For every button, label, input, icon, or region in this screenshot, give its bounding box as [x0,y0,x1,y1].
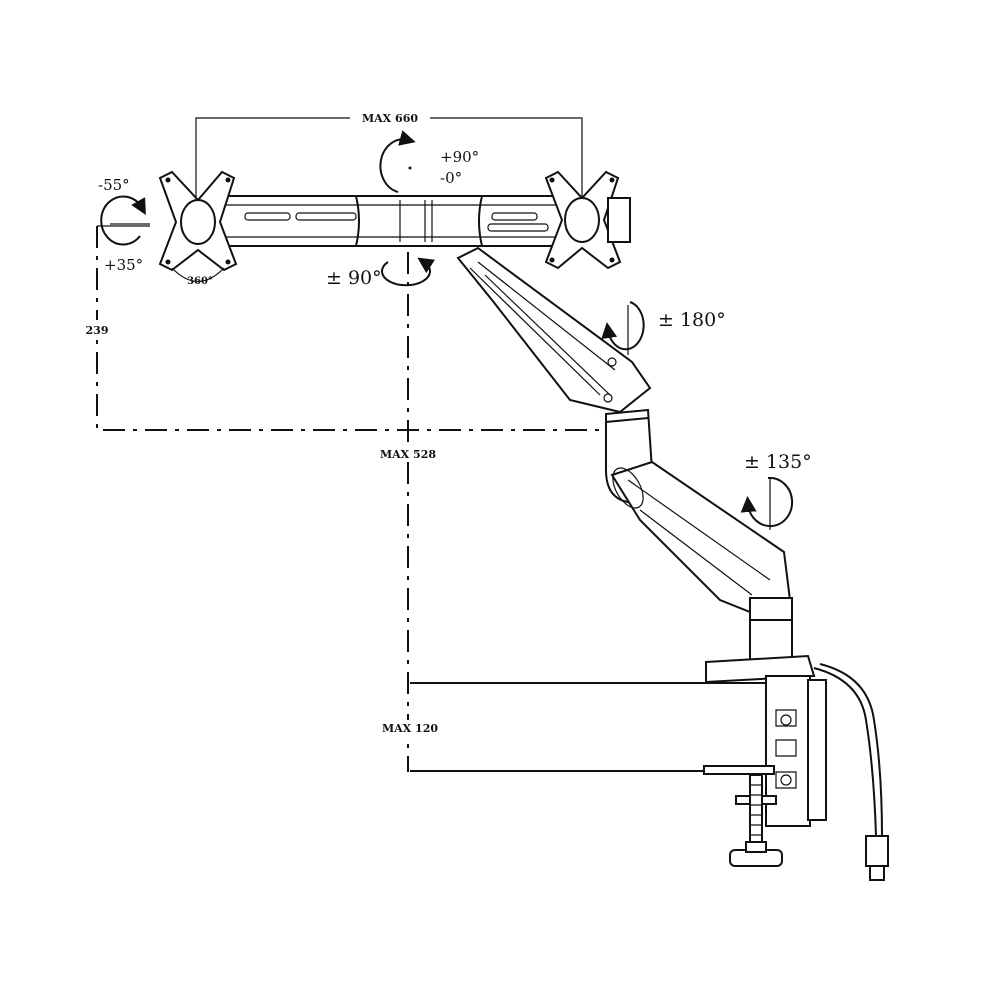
left-tilt-bottom-label: +35° [104,256,143,274]
upper-arm [456,246,652,414]
desk-dimension: MAX 120 [380,682,770,772]
max-width-dimension: MAX 660 [195,112,583,205]
desk-clamp [703,654,827,867]
post [749,597,793,661]
left-vesa-plate: 360° [158,170,238,287]
swivel-center-label: ± 90° [326,267,382,289]
max-desk-label: MAX 120 [382,722,438,735]
crossbar [214,195,576,247]
tilt-down-label: -0° [440,169,462,187]
usb-cable [813,663,889,881]
center-swivel-indicator: ± 90° [326,257,436,289]
max-width-label: MAX 660 [362,112,418,125]
base-swivel-indicator: ± 135° [740,451,812,530]
swivel-base-label: ± 135° [744,451,812,473]
rotate-360-label: 360° [187,276,213,287]
offset-dimension: 239 [82,225,612,431]
left-tilt-top-label: -55° [98,176,130,194]
tilt-indicator: +90° -0° [379,130,479,193]
elbow-swivel-indicator: ± 180° [601,301,726,355]
max-height-dimension: MAX 528 [375,210,441,772]
max-height-label: MAX 528 [380,448,436,461]
left-tilt-indicator: -55° +35° [98,176,150,274]
swivel-elbow-label: ± 180° [658,309,726,331]
tilt-up-label: +90° [440,148,479,166]
offset-label: 239 [86,324,109,337]
right-vesa-plate [544,170,631,270]
lower-arm [610,460,792,622]
